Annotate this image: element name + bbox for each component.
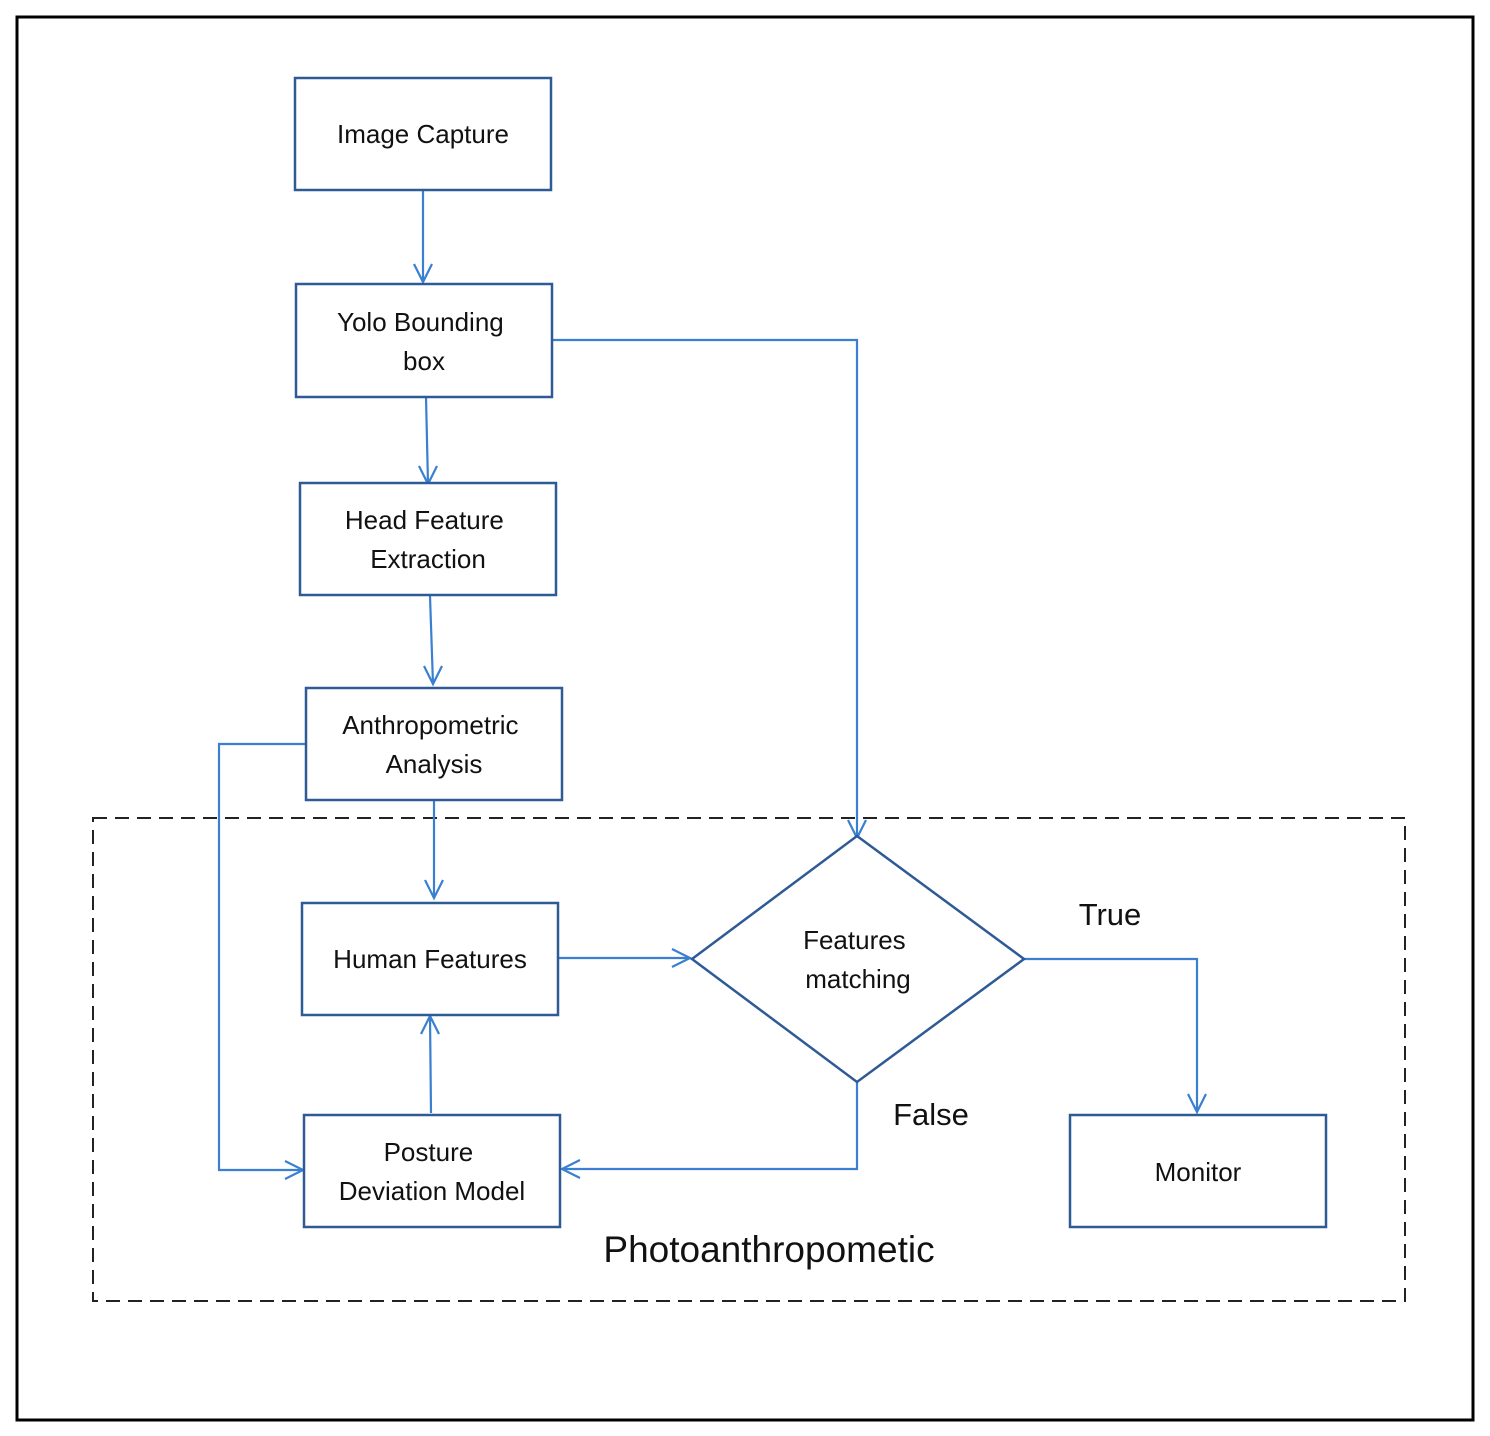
- image-capture-box: [293, 76, 553, 192]
- monitor-box: [1068, 1113, 1328, 1229]
- features-matching-label: Features matching: [803, 925, 913, 994]
- image-capture-label: Image Capture: [337, 119, 509, 149]
- human-features-label: Human Features: [333, 944, 527, 974]
- true-branch-label: True: [1079, 897, 1142, 932]
- yolo-bounding-box-node: [294, 282, 554, 399]
- anthropometric-analysis-label: Anthropometric Analysis: [342, 710, 526, 779]
- arrow-head-matching-to-posture: [559, 1159, 581, 1179]
- edge-matching-false-to-posture: [562, 1081, 859, 1171]
- head-feature-extraction-label: Head Feature Extraction: [345, 505, 511, 574]
- outer-frame: [15, 15, 1475, 1422]
- edge-head-to-anthropometric: [428, 595, 435, 685]
- human-features-box: [300, 901, 560, 1017]
- anthropometric-analysis-box: [304, 686, 564, 802]
- arrow-head-anthropometric-to-human: [424, 879, 444, 901]
- arrow-head-capture-to-yolo: [413, 263, 433, 285]
- monitor-label: Monitor: [1155, 1157, 1242, 1187]
- arrow-head-human-to-matching: [671, 948, 693, 968]
- edge-yolo-to-matching: [552, 338, 859, 838]
- arrow-head-matching-to-monitor: [1187, 1093, 1207, 1115]
- arrow-head-head-to-anthropometric: [423, 665, 443, 687]
- yolo-bounding-box-label: Yolo Bounding box: [337, 307, 511, 376]
- head-feature-extraction-box: [298, 481, 558, 597]
- posture-deviation-model-box: [302, 1113, 562, 1229]
- edge-yolo-to-head: [424, 396, 430, 485]
- features-matching-decision: [689, 834, 1027, 1084]
- posture-deviation-model-label: Posture Deviation Model: [339, 1137, 525, 1206]
- false-branch-label: False: [893, 1097, 969, 1132]
- edge-matching-true-to-monitor: [1024, 957, 1199, 1112]
- edge-anthropometric-to-posture: [217, 742, 306, 1172]
- photoanthropometic-group-label: Photoanthropometic: [603, 1229, 934, 1270]
- photoanthropometic-group: [92, 817, 1406, 1302]
- edge-posture-to-human: [428, 1015, 433, 1114]
